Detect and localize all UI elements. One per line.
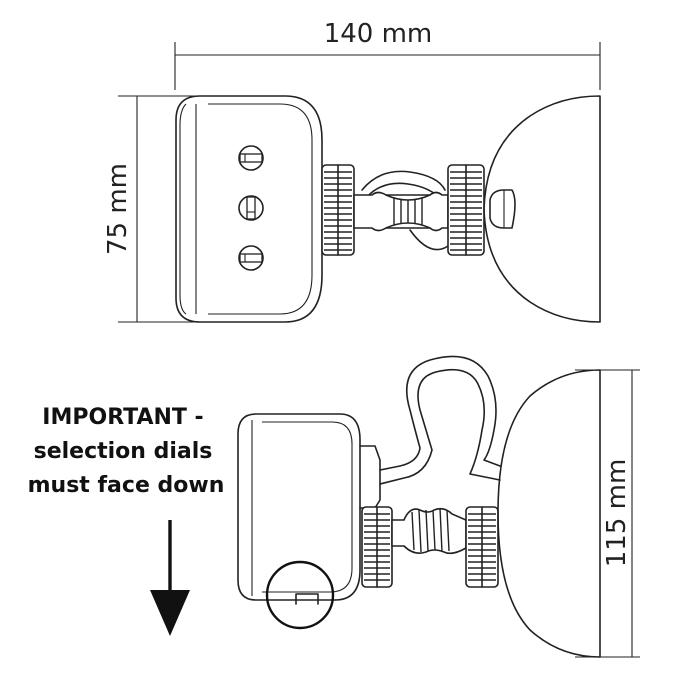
dial-3-ring — [238, 245, 264, 271]
bottom-dial — [295, 593, 319, 605]
swivel-joint-top — [353, 170, 449, 251]
tap-knob-top — [489, 189, 516, 229]
dial-1-knob — [239, 153, 263, 163]
dial-2-knob — [246, 196, 256, 220]
height-top-label: 75 mm — [103, 163, 133, 255]
orientation-note: IMPORTANT - selection dials must face do… — [28, 405, 225, 498]
housing-inner-outline — [208, 103, 313, 315]
tap-body-outline-side — [497, 369, 601, 658]
housing-back-edge — [179, 103, 187, 315]
cable-loop-bottom — [379, 355, 501, 485]
height-top-dimension: 75 mm — [103, 95, 200, 323]
cable-loop-inner — [379, 368, 501, 485]
down-arrow-icon — [150, 520, 190, 636]
swivel-joint-bottom — [391, 507, 467, 555]
coupling-nut-right-bottom — [465, 506, 499, 588]
dial-1 — [238, 145, 264, 171]
dial-3-knob — [239, 253, 263, 263]
dial-highlight-circle — [265, 560, 335, 630]
note-line-2: selection dials — [34, 439, 213, 464]
controller-side-housing — [237, 413, 361, 601]
cable-loop-outer — [379, 355, 501, 471]
dial-2 — [238, 195, 264, 221]
height-bottom-label: 115 mm — [602, 459, 632, 568]
controller-housing — [175, 95, 323, 323]
controller-side-connector — [359, 445, 381, 509]
dial-3 — [238, 245, 264, 271]
coupling-nut-left-bottom — [361, 506, 393, 588]
height-bottom-dimension: 115 mm — [575, 369, 640, 658]
swivel-bottom-body — [391, 507, 467, 555]
controller-side-inner — [262, 421, 353, 593]
cable-tail-top — [409, 229, 449, 251]
controller-top-view — [175, 95, 323, 323]
tap-body-outline-top — [483, 95, 601, 323]
note-line-3: must face down — [28, 473, 225, 498]
width-dimension: 140 mm — [174, 19, 601, 90]
note-line-1: IMPORTANT - — [42, 405, 203, 430]
coupling-nut-left-top — [321, 164, 355, 256]
cable-loop-top — [361, 170, 446, 191]
coupling-nut-right-top — [447, 164, 485, 256]
width-label: 140 mm — [324, 19, 433, 49]
dial-2-ring — [238, 195, 264, 221]
controller-side-view — [237, 413, 381, 630]
tap-body-side — [497, 369, 601, 658]
dial-1-ring — [238, 145, 264, 171]
tap-body-top — [483, 95, 601, 323]
